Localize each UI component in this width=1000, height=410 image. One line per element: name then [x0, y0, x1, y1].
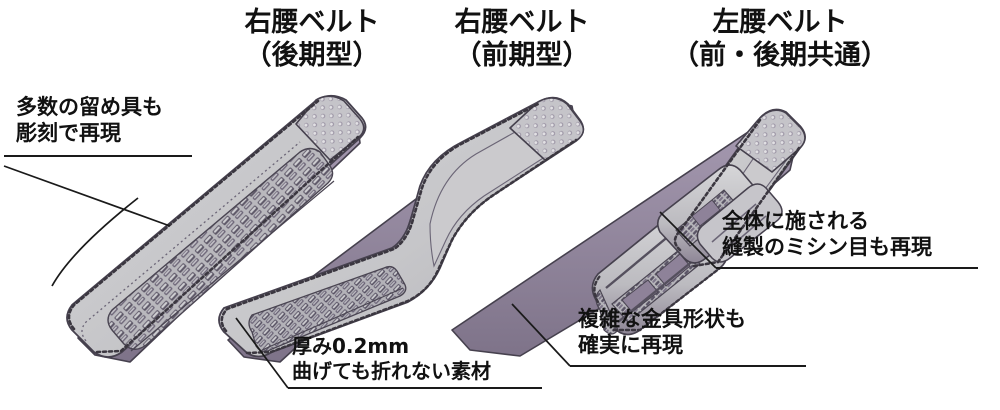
- callout-line-2: 確実に再現: [578, 333, 683, 357]
- belt-model-right-late: [66, 94, 367, 363]
- heading-right-belt-early: 右腰ベルト （前期型）: [432, 6, 612, 72]
- heading-line-2: （前期型）: [454, 40, 590, 71]
- heading-line-2: （前・後期共通）: [672, 40, 888, 71]
- callout-line-1: 厚み0.2mm: [292, 334, 410, 358]
- heading-left-belt-common: 左腰ベルト （前・後期共通）: [660, 6, 900, 72]
- heading-line-2: （後期型）: [244, 40, 380, 71]
- heading-line-1: 右腰ベルト: [454, 7, 590, 38]
- callout-line-2: 縫製のミシン目も再現: [722, 235, 932, 259]
- callout-line-1: 全体に施される: [722, 209, 869, 233]
- leader-line-buckle: [511, 303, 571, 367]
- leader-line-stitching: [659, 211, 717, 269]
- callout-thickness: 厚み0.2mm 曲げても折れない素材: [292, 334, 491, 384]
- heading-line-1: 左腰ベルト: [712, 7, 848, 38]
- leader-line-fasteners-a: [3, 165, 171, 227]
- belt-buckle-assembly: [591, 164, 783, 336]
- callout-buckle: 複雑な金具形状も 確実に再現: [578, 306, 746, 358]
- callout-line-2: 彫刻で再現: [16, 121, 121, 145]
- heading-right-belt-late: 右腰ベルト （後期型）: [222, 6, 402, 72]
- belt-model-left-common: [451, 108, 806, 357]
- callout-line-2: 曲げても折れない素材: [292, 359, 491, 383]
- heading-line-1: 右腰ベルト: [244, 7, 380, 38]
- leader-line-fasteners-b: [51, 197, 139, 287]
- callout-stitching: 全体に施される 縫製のミシン目も再現: [722, 208, 932, 260]
- callout-line-1: 複雑な金具形状も: [578, 307, 746, 331]
- callout-fasteners: 多数の留め具も 彫刻で再現: [16, 94, 163, 146]
- belt-model-right-early: [218, 96, 585, 363]
- leader-line-thickness: [235, 317, 289, 389]
- callout-line-1: 多数の留め具も: [16, 95, 163, 119]
